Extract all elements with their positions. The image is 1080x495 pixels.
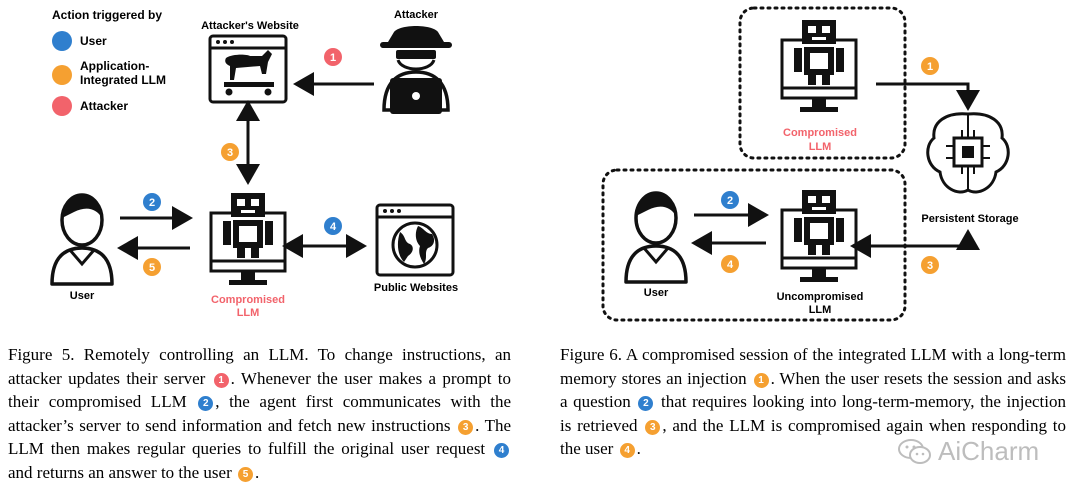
- svg-text:5: 5: [149, 262, 155, 274]
- wechat-icon: [898, 438, 931, 464]
- watermark-text: AiCharm: [938, 436, 1040, 466]
- fig5-public-websites-label: Public Websites: [374, 282, 458, 294]
- diagrams: Attacker's Website Attacker 1 3 User 2 5: [50, 6, 1019, 322]
- legend-item-attacker: Attacker: [52, 96, 202, 116]
- caption5-badge-1: 1: [213, 372, 229, 388]
- fig6-uncompromised-llm-icon: [780, 188, 858, 284]
- fig6-uncompromised-label-1: Uncompromised: [777, 291, 864, 303]
- fig6-uncompromised-label-2: LLM: [809, 304, 832, 316]
- fig5-badge-5: [143, 258, 161, 276]
- caption6-badge-1: 1: [753, 372, 769, 388]
- caption5-badge-4: 4: [494, 443, 510, 458]
- svg-text:1: 1: [927, 61, 933, 73]
- legend-title: Action triggered by: [52, 8, 163, 22]
- attacker-icon: [380, 26, 452, 114]
- legend-dot-attacker: [52, 96, 72, 116]
- fig6-persistent-storage-label: Persistent Storage: [921, 213, 1018, 225]
- public-websites-icon: [375, 203, 455, 277]
- svg-text:2: 2: [149, 197, 155, 209]
- fig5-badge-1: [324, 48, 342, 66]
- fig6-badge-1: [921, 57, 939, 75]
- svg-text:1: 1: [330, 52, 336, 64]
- legend-dot-user: [52, 31, 72, 51]
- svg-text:4: 4: [727, 259, 734, 271]
- fig5-compromised-llm-icon: [209, 191, 287, 287]
- fig5-compromised-label-2: LLM: [237, 307, 260, 319]
- legend-label-user: User: [80, 34, 107, 48]
- persistent-storage-icon: [926, 112, 1010, 194]
- fig6-badge-3: [921, 256, 939, 274]
- fig5-compromised-label-1: Compromised: [211, 294, 285, 306]
- fig6-user-label: User: [644, 287, 669, 299]
- legend-item-llm: Application- Integrated LLM: [52, 59, 202, 87]
- legend: Action triggered by User Application- In…: [52, 8, 202, 116]
- attackers-website-icon: [208, 34, 288, 104]
- fig5-badge-3: [221, 143, 239, 161]
- svg-text:4: 4: [330, 221, 337, 233]
- fig5-attackers-website-label: Attacker's Website: [201, 20, 299, 32]
- figure6-caption: Figure 6. A compromised session of the i…: [560, 345, 1067, 458]
- fig5-badge-2: [143, 193, 161, 211]
- svg-text:2: 2: [727, 195, 733, 207]
- fig6-arrow-store-injection: [876, 82, 980, 111]
- caption5-badge-3: 3: [458, 419, 474, 435]
- caption6-badge-3: 3: [645, 419, 661, 435]
- svg-text:3: 3: [227, 147, 233, 159]
- caption6-badge-4: 4: [619, 443, 635, 458]
- fig6-compromised-label-1: Compromised: [783, 127, 857, 139]
- fig6-compromised-llm-icon: [780, 18, 858, 114]
- fig5-badge-4: [324, 217, 342, 235]
- watermark: AiCharm: [898, 436, 1039, 467]
- legend-dot-llm: [52, 65, 72, 85]
- legend-item-user: User: [52, 31, 202, 51]
- fig6-compromised-label-2: LLM: [809, 141, 832, 153]
- caption5-badge-2: 2: [198, 396, 214, 411]
- legend-label-attacker: Attacker: [80, 99, 129, 113]
- fig6-badge-4: [721, 255, 739, 273]
- svg-text:3: 3: [927, 260, 933, 272]
- figure5-caption: Figure 5. Remotely controlling an LLM. T…: [8, 345, 512, 482]
- caption6-badge-2: 2: [638, 396, 654, 411]
- fig5-user-icon: [50, 193, 114, 286]
- fig6-arrow-retrieve-injection: [850, 229, 980, 258]
- legend-label-llm: Application- Integrated LLM: [80, 59, 166, 87]
- fig5-user-label: User: [70, 290, 95, 302]
- fig6-badge-2: [721, 191, 739, 209]
- caption5-badge-5: 5: [238, 466, 254, 482]
- fig6-user-icon: [624, 191, 688, 284]
- fig5-attacker-label: Attacker: [394, 9, 439, 21]
